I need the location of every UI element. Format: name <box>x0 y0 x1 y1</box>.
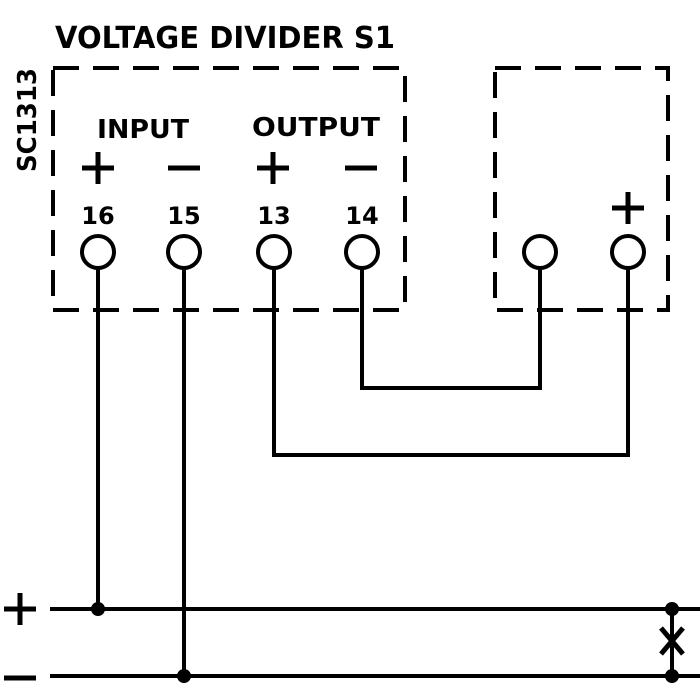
input-label: INPUT <box>97 115 189 145</box>
output-label: OUTPUT <box>252 113 380 143</box>
wire-14-to-load <box>360 266 542 390</box>
junction-dot <box>177 669 191 683</box>
terminal-number-16: 16 <box>81 202 114 230</box>
plus-icon <box>257 152 289 184</box>
load-terminal-plus <box>610 234 646 270</box>
load-terminal-minus <box>522 234 558 270</box>
plus-icon <box>612 192 644 224</box>
load-enclosure <box>493 66 670 312</box>
side-label: SC1313 <box>13 68 43 172</box>
junction-dot <box>91 602 105 616</box>
terminal-16 <box>80 234 116 270</box>
divider-enclosure <box>51 66 407 312</box>
terminal-14 <box>344 234 380 270</box>
junction-dot <box>665 669 679 683</box>
diagram-title: VOLTAGE DIVIDER S1 <box>55 21 395 56</box>
break-mark-icon <box>659 626 685 656</box>
terminal-number-13: 13 <box>257 202 290 230</box>
terminal-number-15: 15 <box>167 202 200 230</box>
junction-dot <box>665 602 679 616</box>
terminal-number-14: 14 <box>345 202 378 230</box>
rail-plus-icon <box>4 593 36 625</box>
terminal-15 <box>166 234 202 270</box>
wire-13-to-load-plus <box>272 266 630 457</box>
plus-icon <box>82 152 114 184</box>
terminal-13 <box>256 234 292 270</box>
